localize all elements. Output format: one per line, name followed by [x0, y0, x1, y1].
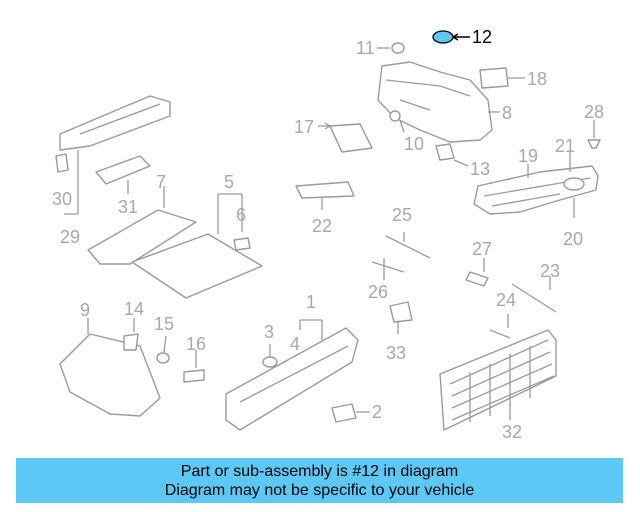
- part-28-push-pin: [587, 120, 601, 149]
- callout-12: 12: [472, 27, 492, 47]
- callout-13: 13: [470, 159, 490, 179]
- part-17-panel: [318, 122, 373, 153]
- callout-25: 25: [392, 205, 412, 225]
- callout-5: 5: [224, 172, 234, 192]
- callout-16: 16: [186, 334, 206, 354]
- callout-18: 18: [527, 69, 547, 89]
- part-18-pad: [479, 67, 525, 89]
- callout-8: 8: [502, 103, 512, 123]
- callout-7: 7: [156, 172, 166, 192]
- callout-29: 29: [60, 227, 80, 247]
- callout-23: 23: [540, 261, 560, 281]
- part-22-jack: [295, 181, 355, 210]
- callout-15: 15: [154, 314, 174, 334]
- callout-21: 21: [555, 136, 575, 156]
- callout-19: 19: [518, 146, 538, 166]
- part-5-cargo-floor: [131, 193, 263, 299]
- part-26-tool: [371, 258, 405, 280]
- part-27-fastener: [465, 258, 489, 287]
- callout-33: 33: [386, 343, 406, 363]
- callout-3: 3: [264, 322, 274, 342]
- callout-26: 26: [368, 282, 388, 302]
- part-32-cargo-net: [439, 329, 557, 431]
- part-7-floor-mat: [87, 186, 197, 265]
- part-23-rod: [511, 276, 557, 313]
- callout-31: 31: [118, 197, 138, 217]
- info-banner: Part or sub-assembly is #12 in diagram D…: [16, 458, 623, 503]
- callout-9: 9: [80, 300, 90, 320]
- rear-shelf: [59, 95, 171, 151]
- callout-28: 28: [584, 102, 604, 122]
- part-11-fastener: [377, 42, 405, 54]
- part-14-clip: [123, 318, 139, 351]
- callout-4: 4: [290, 334, 300, 354]
- part-1-sill-trim: [225, 319, 359, 431]
- banner-line-2: Diagram may not be specific to your vehi…: [164, 482, 475, 499]
- part-2-bracket: [331, 403, 370, 423]
- part-10-clip: [389, 110, 405, 133]
- callout-1: 1: [306, 292, 316, 312]
- callout-22: 22: [312, 216, 332, 236]
- banner-line-1: Part or sub-assembly is #12 in diagram: [180, 463, 459, 480]
- part-30-hook: [55, 150, 79, 215]
- part-19-20-21-lid-trim: [473, 152, 599, 218]
- part-13-bracket: [435, 143, 469, 167]
- callout-11: 11: [356, 38, 375, 58]
- callout-24: 24: [496, 290, 516, 310]
- callout-14: 14: [124, 299, 144, 319]
- part-31-retainer: [95, 155, 151, 194]
- callout-6: 6: [236, 205, 246, 225]
- part-12-cap[interactable]: [432, 30, 470, 44]
- part-25-wrench: [385, 232, 431, 259]
- part-9-side-panel: [59, 318, 161, 417]
- callout-2: 2: [372, 402, 382, 422]
- part-16-fastener: [183, 350, 205, 383]
- part-3-grommet: [262, 344, 278, 368]
- part-33-latch: [389, 301, 413, 334]
- callout-32: 32: [502, 422, 522, 442]
- callout-10: 10: [404, 134, 424, 154]
- callout-17: 17: [294, 117, 314, 137]
- callout-27: 27: [472, 239, 492, 259]
- part-15-grommet: [156, 335, 170, 364]
- part-24-cable: [489, 314, 511, 339]
- callout-20: 20: [563, 229, 583, 249]
- callout-30: 30: [52, 189, 72, 209]
